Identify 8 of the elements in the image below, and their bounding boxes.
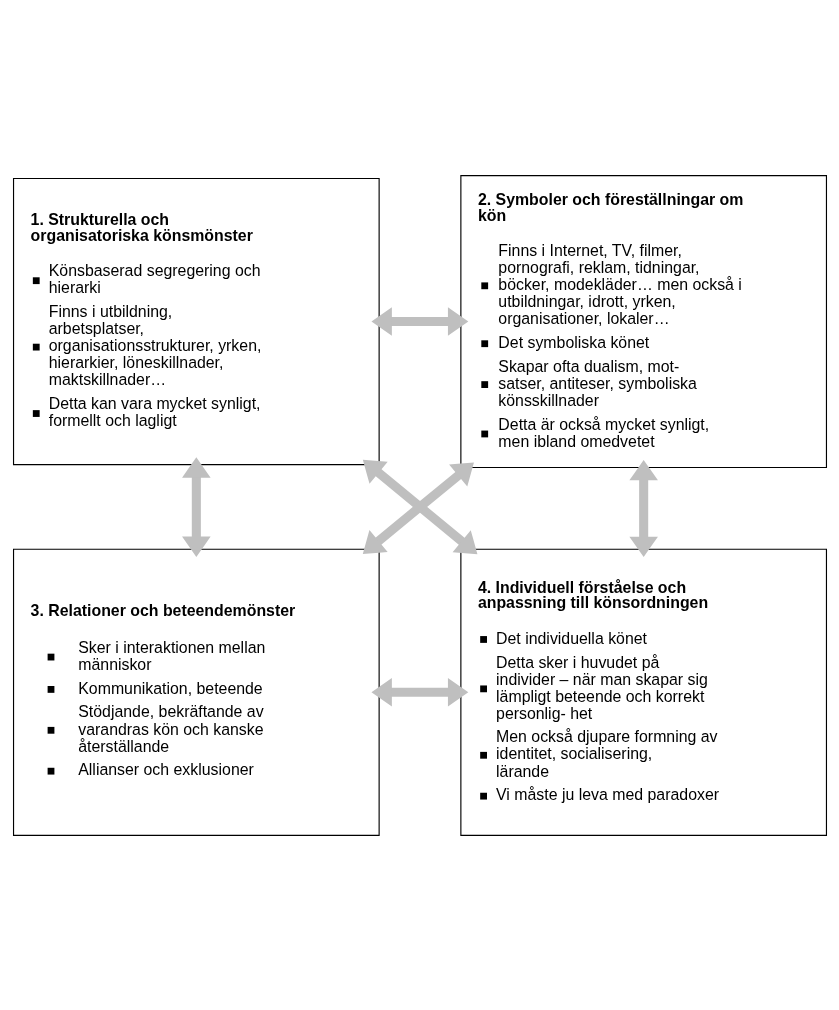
node-box: 3. Relationer och beteendemönster Sker i interaktionen mellan människor Kommunikation, beteende Stödjande, bekräftande av varandras kön och kanske återställande Allianser och exklusioner (12, 548, 380, 836)
arrow (370, 677, 468, 707)
node-box: 4. Individuell förståelse och anpassning till könsordningen Det individuella könet Detta sker i huvudet på individer – när man skapar sig lämpligt beteende och korrekt personlig- het Men också djupare formning av identitet, socialisering, lärande Vi måste ju leva med paradoxer (459, 548, 827, 836)
node-box: 2. Symboler och föreställningar om kön Finns i Internet, TV, filmer, pornografi, reklam, tidningar, böcker, modekläder… men också i utbildningar, idrott, yrken, organisationer, lokaler… Det symboliska könet Skapar ofta dualism, mot- satser, antiteser, symboliska könsskillnader Detta är också mycket synligt, men ibland omedvetet (459, 174, 827, 468)
arrow (370, 306, 468, 336)
arrow (181, 456, 211, 557)
arrow (628, 459, 658, 557)
node-box: 1. Strukturella och organisatoriska könsmönster Könsbaserad segregering och hierarki Finns i utbildning, arbetsplatser, organisationsstrukturer, yrken, hierarkier, löneskillnader, maktskillnader… Detta kan vara mycket synligt, formellt och lagligt (12, 177, 380, 465)
